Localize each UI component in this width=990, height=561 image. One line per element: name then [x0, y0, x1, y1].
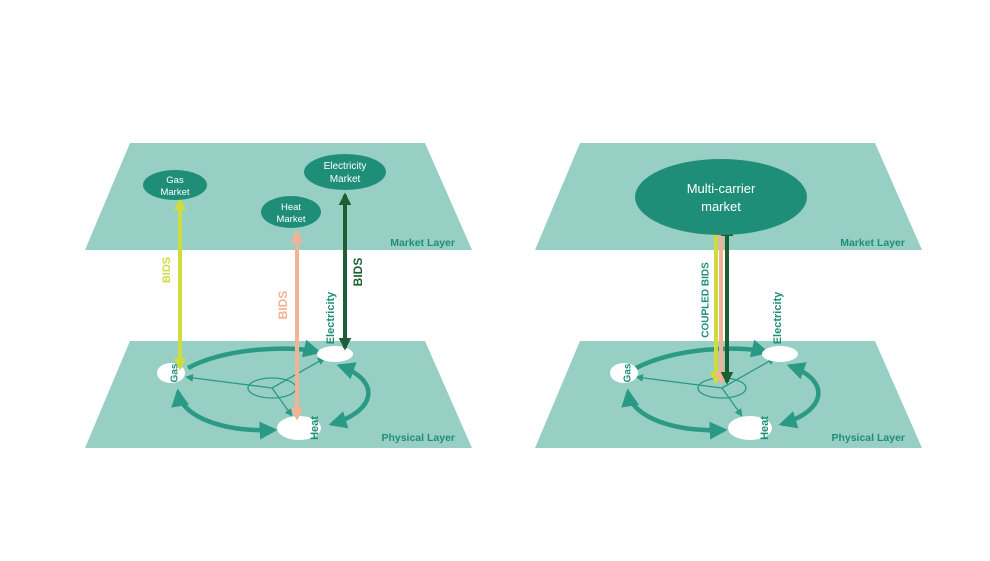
- right-physical-layer-label: Physical Layer: [831, 432, 905, 444]
- right-market-layer-label: Market Layer: [840, 237, 905, 249]
- right-cycle-arrow-elec-heat: [778, 362, 821, 429]
- left-bids-label-heat: BIDS: [276, 291, 290, 320]
- left-gas-market-line1: Gas: [166, 175, 184, 186]
- left-elec-market-node: [304, 154, 386, 190]
- left-node-elec-shape: [317, 346, 353, 362]
- right-multi-carrier-market-node: [635, 159, 807, 235]
- right-hub-link-heat: [721, 387, 743, 417]
- right-coupled-bids-label: COUPLED BIDS: [701, 262, 712, 338]
- left-diagram: Market Layer Physical Layer Gas Electric…: [85, 143, 472, 448]
- right-market-line1: Multi-carrier: [687, 181, 756, 196]
- right-cycle-arrow-gas-elec: [634, 339, 770, 371]
- left-heat-market-line2: Market: [276, 214, 305, 225]
- right-node-elec-shape: [762, 346, 798, 362]
- left-physical-layer-label: Physical Layer: [381, 432, 455, 444]
- right-diagram: Market Layer Physical Layer Gas Electric…: [535, 143, 922, 448]
- left-cycle-arrow-heat-gas: [171, 388, 278, 440]
- right-node-gas-shape: [610, 363, 638, 383]
- left-cycle-arrow-gas-elec: [186, 339, 322, 370]
- right-hub-link-gas: [635, 374, 723, 389]
- left-market-layer-label: Market Layer: [390, 237, 455, 249]
- left-market-layer-plane: [85, 143, 472, 250]
- left-node-heat-label: Heat: [309, 416, 321, 440]
- left-cycle-arrow-elec-heat: [328, 362, 371, 429]
- right-node-heat-label: Heat: [759, 416, 771, 440]
- left-node-elec-label: Electricity: [325, 291, 337, 344]
- right-node-elec-label: Electricity: [772, 291, 784, 344]
- right-node-gas-label: Gas: [623, 363, 634, 382]
- left-bids-label-elec: BIDS: [351, 258, 365, 287]
- left-node-gas-label: Gas: [170, 363, 181, 382]
- left-elec-market-line1: Electricity: [324, 161, 367, 172]
- left-gas-market-line2: Market: [160, 187, 189, 198]
- right-cycle-arrow-heat-gas: [621, 388, 728, 440]
- right-node-heat-shape: [728, 416, 772, 440]
- left-elec-market-line2: Market: [330, 174, 361, 185]
- left-heat-market-node: [261, 196, 321, 228]
- left-hub-link-gas: [185, 374, 273, 389]
- left-heat-market-line1: Heat: [281, 202, 301, 213]
- right-market-line2: market: [701, 199, 741, 214]
- left-hub-link-heat: [271, 387, 293, 417]
- left-gas-market-node: [143, 170, 207, 200]
- left-node-heat-shape: [277, 416, 321, 440]
- left-bids-label-gas: BIDS: [161, 257, 173, 283]
